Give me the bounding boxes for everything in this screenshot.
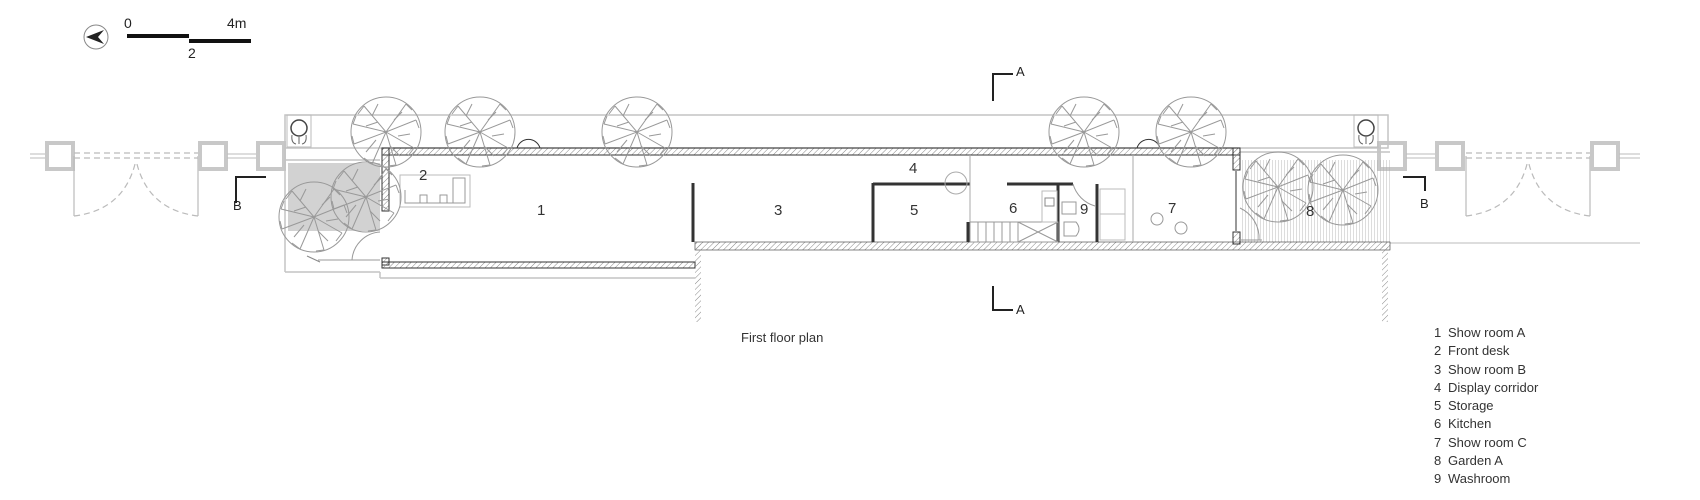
scale-end-label: 4m: [227, 15, 247, 31]
scale-start-label: 0: [124, 15, 132, 31]
scale-bar: [127, 34, 251, 43]
section-b-right-label: B: [1420, 196, 1429, 211]
section-a-top-label: A: [1016, 64, 1025, 79]
section-b-left-label: B: [233, 198, 242, 213]
room-label-1: 1: [537, 202, 546, 219]
right-fence-gate: [1377, 141, 1640, 244]
section-marks: [235, 73, 1426, 311]
drawing-title: First floor plan: [741, 330, 824, 345]
shrub-left: [286, 114, 312, 148]
left-fence-gate: [30, 141, 286, 217]
room-label-6: 6: [1009, 200, 1018, 217]
scale-mid-label: 2: [188, 45, 196, 61]
room-label-2: 2: [419, 167, 428, 184]
site-boundary: [284, 114, 1390, 279]
room-label-9: 9: [1080, 201, 1089, 218]
shrub-right: [1353, 114, 1379, 148]
section-a-bottom-label: A: [1016, 302, 1025, 317]
room-label-8: 8: [1306, 203, 1315, 220]
room-label-4: 4: [909, 160, 918, 177]
room-label-5: 5: [910, 202, 919, 219]
north-arrow-icon: [83, 24, 109, 50]
room-label-7: 7: [1168, 200, 1177, 217]
interior-partitions: [306, 139, 1188, 263]
building-walls: [381, 147, 1391, 322]
room-label-3: 3: [774, 202, 783, 219]
